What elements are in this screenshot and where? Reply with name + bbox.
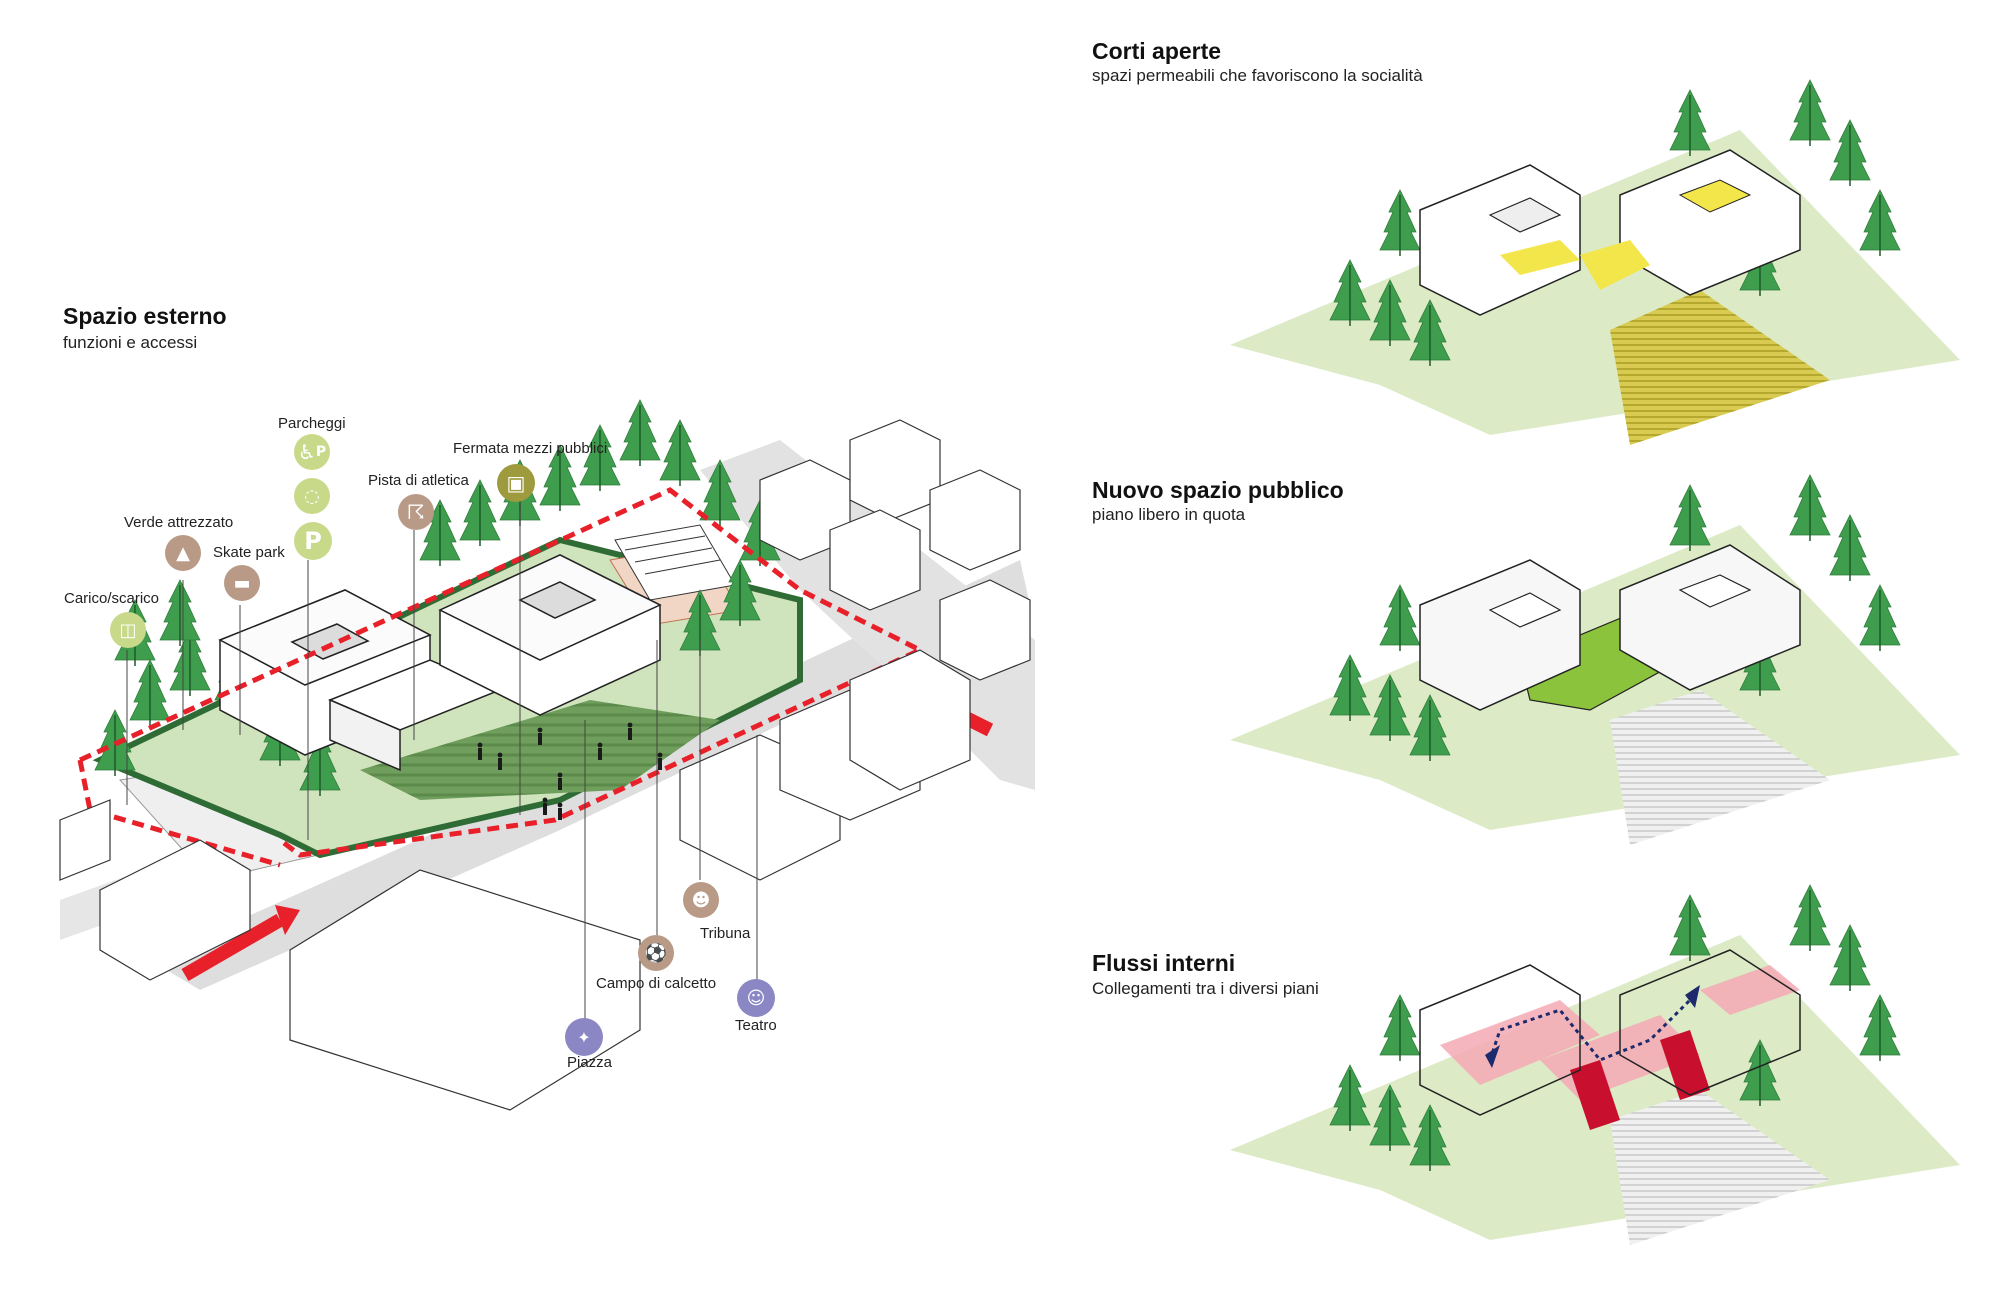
label-campo: Campo di calcetto xyxy=(596,975,717,992)
main-site-diagram xyxy=(59,399,1035,1111)
label-fermata: Fermata mezzi pubblici xyxy=(453,440,608,457)
bike-parking-icon: ◌ xyxy=(294,478,330,514)
theatre-masks-icon: ☺ xyxy=(737,979,775,1017)
right-panel-bottom-artwork xyxy=(1230,884,1960,1245)
label-teatro: Teatro xyxy=(735,1017,777,1034)
middle-panel-title: Nuovo spazio pubblico xyxy=(1092,477,1344,503)
crowd-icon: ✦ xyxy=(565,1018,603,1056)
main-subtitle: funzioni e accessi xyxy=(63,333,198,352)
runner-icon: ☈ xyxy=(398,494,434,530)
right-panel-top-artwork xyxy=(1230,79,1960,445)
trees-icon: ▲ xyxy=(165,535,201,571)
label-tribuna: Tribuna xyxy=(700,925,751,942)
label-pista: Pista di atletica xyxy=(368,472,469,489)
top-panel-subtitle: spazi permeabili che favoriscono la soci… xyxy=(1092,66,1423,85)
label-parcheggi: Parcheggi xyxy=(278,415,346,432)
trolley-icon: ◫ xyxy=(110,612,146,648)
bottom-panel-title: Flussi interni xyxy=(1092,950,1236,976)
label-verde: Verde attrezzato xyxy=(124,514,234,531)
football-icon: ⚽ xyxy=(638,935,674,971)
label-skate: Skate park xyxy=(213,544,285,561)
right-panel-middle-artwork xyxy=(1230,474,1960,845)
parking-icon: P xyxy=(294,522,332,560)
label-carico: Carico/scarico xyxy=(64,590,160,607)
bottom-panel-subtitle: Collegamenti tra i diversi piani xyxy=(1092,979,1319,998)
cheering-icon: ☻ xyxy=(683,882,719,918)
bus-icon: ▣ xyxy=(497,464,535,502)
skateboard-icon: ▬ xyxy=(224,565,260,601)
top-panel-title: Corti aperte xyxy=(1092,38,1222,64)
wheelchair-parking-icon: ♿P xyxy=(294,434,330,470)
main-title: Spazio esterno xyxy=(63,303,227,329)
middle-panel-subtitle: piano libero in quota xyxy=(1092,505,1246,524)
label-piazza: Piazza xyxy=(567,1054,613,1071)
